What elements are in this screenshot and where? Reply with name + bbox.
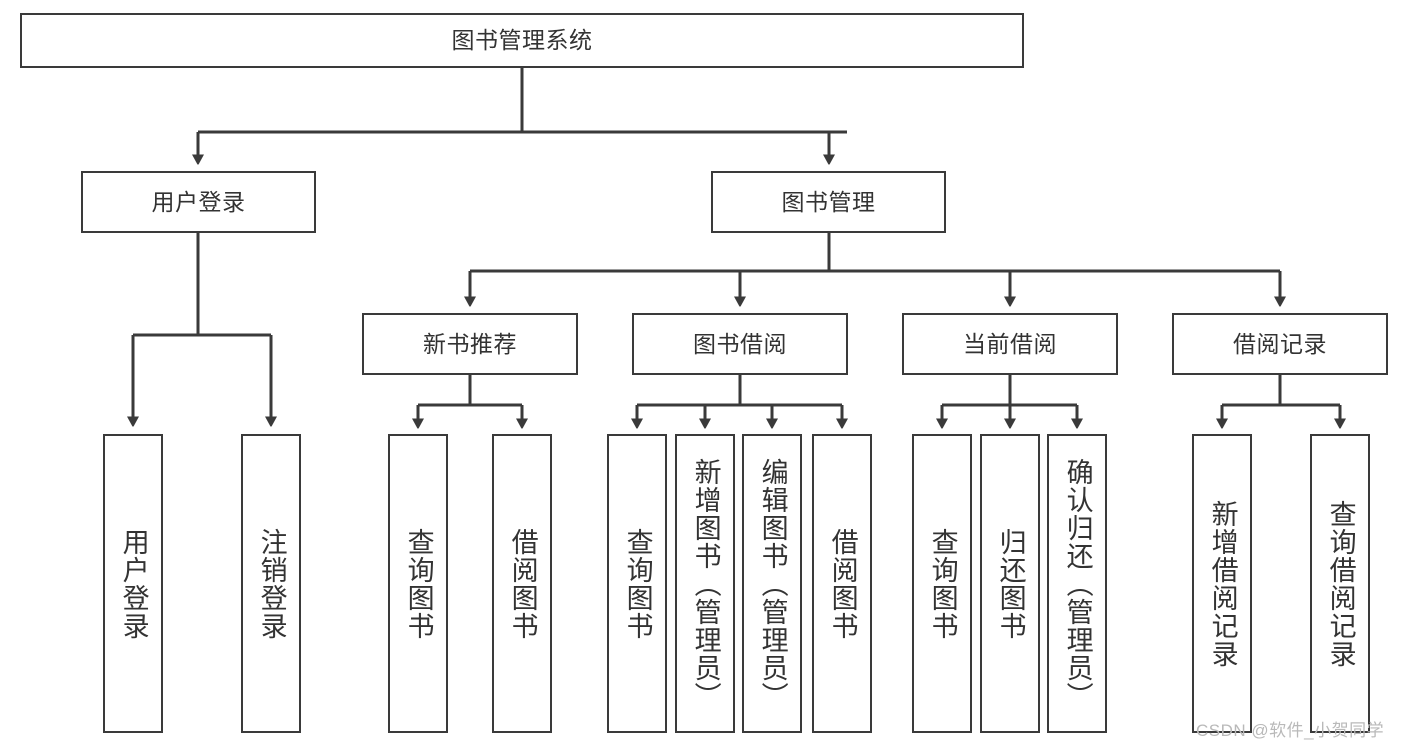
node-leaf-user-login[interactable]: 用户登录 [103, 434, 163, 733]
node-leaf-query-book-2-label: 查询图书 [622, 527, 653, 640]
node-leaf-return-book-label: 归还图书 [995, 527, 1026, 640]
node-leaf-confirm-return-label: 确认归还（管理员） [1062, 457, 1093, 710]
node-leaf-add-record[interactable]: 新增借阅记录 [1192, 434, 1252, 733]
node-book-manage[interactable]: 图书管理 [711, 171, 946, 233]
node-borrow-record[interactable]: 借阅记录 [1172, 313, 1388, 375]
node-current-borrow-label: 当前借阅 [963, 330, 1057, 357]
node-leaf-user-logout[interactable]: 注销登录 [241, 434, 301, 733]
node-root-label: 图书管理系统 [451, 27, 593, 53]
node-leaf-borrow-book-1-label: 借阅图书 [507, 527, 538, 640]
node-current-borrow[interactable]: 当前借阅 [902, 313, 1118, 375]
node-new-book-recommend-label: 新书推荐 [423, 330, 517, 357]
node-leaf-query-book-3[interactable]: 查询图书 [912, 434, 972, 733]
node-leaf-add-book[interactable]: 新增图书（管理员） [675, 434, 735, 733]
node-leaf-edit-book-label: 编辑图书（管理员） [757, 457, 788, 710]
node-leaf-query-book-3-label: 查询图书 [927, 527, 958, 640]
node-user-login-label: 用户登录 [151, 188, 246, 215]
node-root[interactable]: 图书管理系统 [20, 13, 1024, 68]
node-leaf-borrow-book-2-label: 借阅图书 [827, 527, 858, 640]
node-leaf-query-book-1-label: 查询图书 [403, 527, 434, 640]
node-leaf-add-record-label: 新增借阅记录 [1207, 499, 1238, 668]
node-leaf-user-login-label: 用户登录 [118, 527, 149, 640]
node-book-borrow[interactable]: 图书借阅 [632, 313, 848, 375]
node-leaf-borrow-book-1[interactable]: 借阅图书 [492, 434, 552, 733]
node-leaf-user-logout-label: 注销登录 [256, 527, 287, 640]
node-leaf-query-record-label: 查询借阅记录 [1325, 499, 1356, 668]
node-borrow-record-label: 借阅记录 [1233, 330, 1327, 357]
node-book-borrow-label: 图书借阅 [693, 330, 787, 357]
node-leaf-borrow-book-2[interactable]: 借阅图书 [812, 434, 872, 733]
node-book-manage-label: 图书管理 [781, 188, 876, 215]
node-leaf-query-record[interactable]: 查询借阅记录 [1310, 434, 1370, 733]
csdn-watermark: CSDN @软件_小贺同学 [1196, 721, 1385, 740]
node-user-login[interactable]: 用户登录 [81, 171, 316, 233]
node-leaf-add-book-label: 新增图书（管理员） [690, 457, 721, 710]
node-leaf-return-book[interactable]: 归还图书 [980, 434, 1040, 733]
node-leaf-query-book-2[interactable]: 查询图书 [607, 434, 667, 733]
node-leaf-confirm-return[interactable]: 确认归还（管理员） [1047, 434, 1107, 733]
node-new-book-recommend[interactable]: 新书推荐 [362, 313, 578, 375]
node-leaf-edit-book[interactable]: 编辑图书（管理员） [742, 434, 802, 733]
node-leaf-query-book-1[interactable]: 查询图书 [388, 434, 448, 733]
